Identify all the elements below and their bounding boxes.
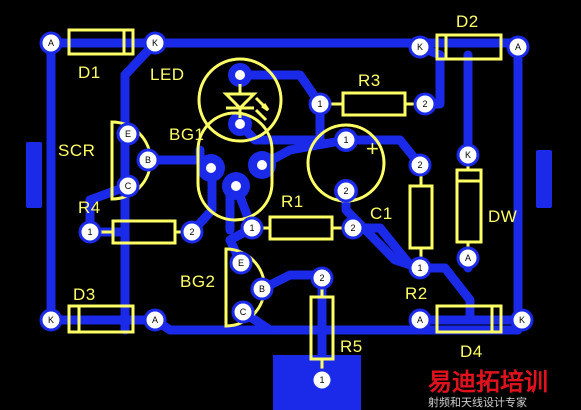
pad-r4-2: 2 [180,220,204,244]
pad-r3-1: 1 [308,92,332,116]
d3-body [67,304,135,334]
right-connector [536,150,552,208]
pad-d4-a: A [408,308,432,332]
c1-plus-mark: + [366,136,379,161]
pad-bg1-2 [231,181,241,191]
svg-text:C: C [240,307,247,317]
svg-text:K: K [48,315,54,325]
pad-scr-b: B [136,148,160,172]
label-r1: R1 [281,192,304,211]
svg-text:1: 1 [319,375,324,385]
svg-text:C: C [125,181,132,191]
trace-inner-left [120,38,160,335]
svg-text:E: E [125,129,131,139]
svg-text:1: 1 [417,263,422,273]
d1-body [67,28,135,56]
trace-r2-bottom [415,263,475,325]
svg-text:K: K [519,315,525,325]
pad-r2-1: 1 [408,256,432,280]
pad-r4-1: 1 [78,220,102,244]
label-c1: C1 [370,204,393,223]
bg1-outline [196,111,274,222]
pad-d2-k: K [408,35,432,59]
svg-text:E: E [238,258,244,268]
svg-text:2: 2 [422,99,427,109]
label-led: LED [150,65,185,84]
pad-c1-1: 1 [334,128,358,152]
label-r4: R4 [78,198,101,217]
pad-bg2-b: B [250,277,274,301]
label-r5: R5 [340,337,363,356]
svg-text:K: K [152,38,158,48]
pad-scr-c: C [116,174,140,198]
pad-scr-e: E [116,122,140,146]
label-d2: D2 [456,12,479,31]
pad-bg2-c: C [231,300,255,324]
label-r3: R3 [358,71,381,90]
pad-r1-2: 2 [341,216,365,240]
pads: A K K A 1 2 E B C 1 2 2 1 K A 1 2 1 2 E [39,31,534,392]
pad-r1-1: 1 [240,216,264,240]
svg-text:1: 1 [343,135,348,145]
pad-r5-2: 2 [310,266,334,290]
watermark-subtitle: 射频和天线设计专家 [428,395,527,409]
led-symbol [222,84,258,118]
svg-text:A: A [48,38,54,48]
label-dw: DW [488,207,517,226]
pad-r3-2: 2 [413,92,437,116]
svg-text:2: 2 [343,186,348,196]
pad-bg1-3 [257,160,267,170]
svg-text:1: 1 [249,223,254,233]
trace-led-top [235,70,325,109]
watermark-title: 易迪拓培训 [428,368,548,396]
label-d1: D1 [78,63,101,82]
pad-c1-2: 2 [334,179,358,203]
pad-dw-k: K [456,143,480,167]
svg-text:2: 2 [189,227,194,237]
pad-led-2 [235,119,245,129]
label-d4: D4 [460,342,483,361]
pad-bg2-e: E [229,251,253,275]
d2-body [435,33,503,61]
svg-text:K: K [465,150,471,160]
svg-text:A: A [465,253,471,263]
pad-d2-a: A [506,35,530,59]
svg-text:A: A [417,315,423,325]
pad-d3-a: A [143,308,167,332]
svg-text:A: A [152,315,158,325]
svg-text:A: A [515,42,521,52]
pad-r2-2: 2 [408,153,432,177]
label-bg2: BG2 [180,272,216,291]
svg-text:2: 2 [417,160,422,170]
pad-dw-a: A [456,246,480,270]
svg-text:K: K [417,42,423,52]
svg-text:1: 1 [87,227,92,237]
label-r2: R2 [405,284,428,303]
pad-d1-a: A [39,31,63,55]
watermark: 易迪拓培训 射频和天线设计专家 [428,368,548,409]
pad-d4-k: K [510,308,534,332]
label-d3: D3 [73,285,96,304]
pad-d3-k: K [39,308,63,332]
d4-body [435,304,503,334]
pad-d1-k: K [143,31,167,55]
label-scr: SCR [58,141,95,160]
label-bg1: BG1 [169,125,205,144]
pad-bg1-1 [206,163,216,173]
component-labels: D1 D2 LED R3 SCR BG1 R1 C1 DW R4 BG2 D3 … [58,12,517,361]
left-connector [26,142,42,208]
pad-r5-1: 1 [310,368,334,392]
pad-led-1 [235,70,245,80]
svg-text:B: B [145,155,151,165]
led-outline [197,57,283,143]
svg-text:1: 1 [317,99,322,109]
svg-text:2: 2 [319,273,324,283]
svg-text:B: B [259,284,265,294]
svg-text:2: 2 [350,223,355,233]
